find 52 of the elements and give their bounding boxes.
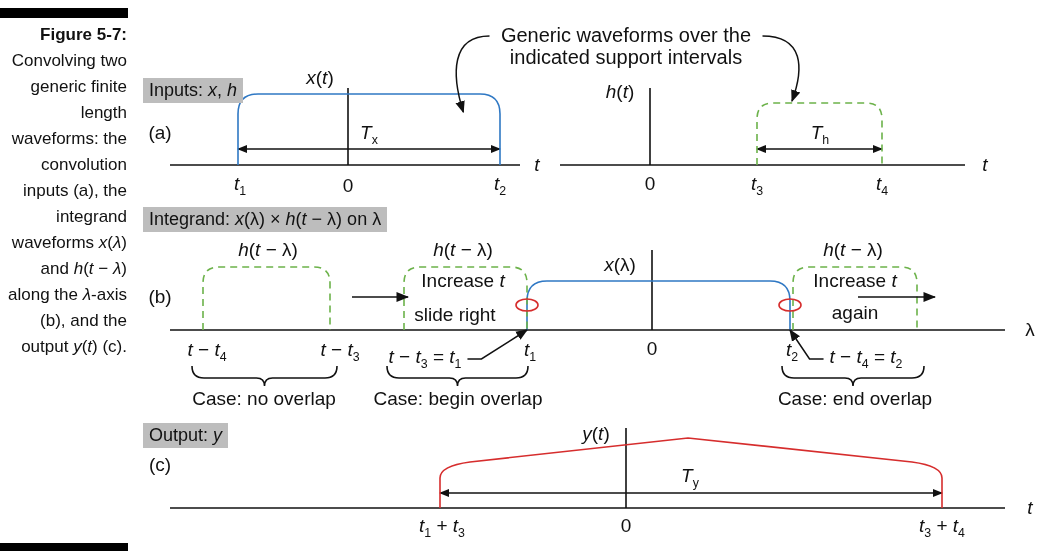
tick-label: 0 [646,338,658,360]
function-label: y(t) [582,423,610,445]
equation-label: t − t$_{4}$ = t$_{2}$ [829,346,903,372]
tick-label: t$_{1}$ [523,339,537,365]
axis-label: t [982,154,988,176]
tick-label: t$_{3}$ [750,173,764,199]
case-label: Case: end overlap [777,388,933,410]
tick-label: 0 [620,515,632,537]
section-header: Integrand: x(λ) × h(t − λ) on λ [143,207,388,232]
tick-label: t$_{1}$ + t$_{3}$ [419,515,465,541]
interval-label: T$_{x}$ [360,122,378,148]
interval-label: T$_{h}$ [810,122,830,148]
interval-label: T$_{y}$ [681,465,699,491]
case-label: Case: begin overlap [373,388,543,410]
case-label: Case: no overlap [192,388,336,410]
leader-line [789,329,825,360]
annotation-text: again [831,302,879,324]
equation-label: t − t$_{3}$ = t$_{1}$ [388,346,462,372]
tick-label: t$_{2}$ [493,173,507,199]
tick-label: t$_{1}$ [233,173,247,199]
waveform-curve [526,280,791,331]
tick-label: t − t$_{3}$ [320,339,360,365]
axis-label: λ [1025,319,1035,341]
function-label: h(t − λ) [238,239,298,261]
panel-label: (a) [148,122,172,144]
waveform-curve [756,102,883,166]
annotation-text: Increase t [813,270,897,292]
function-label: h(t − λ) [823,239,883,261]
annotation-text: Increase t [421,270,505,292]
section-header: Output: y [143,423,229,448]
annotation-text: slide right [414,304,496,326]
figure-caption: Figure 5-7: Convolving two generic finite length waveforms: the convolution inputs (a), the integrand waveforms x(λ) and h(t − λ) along the λ-axis (b), and the output y(t) (c). [7,24,127,358]
tick-label: t$_{2}$ [785,339,799,365]
function-label: x(λ) [604,254,636,276]
curved-arrow [455,35,491,114]
function-label: x(t) [306,67,334,89]
tick-label: t$_{4}$ [875,173,889,199]
leader-line [466,329,528,360]
axis-label: t [1027,497,1033,519]
function-label: h(t) [605,81,635,103]
axis-label: t [534,154,540,176]
section-header: Inputs: x, h [143,78,244,103]
curved-arrow [761,35,800,103]
panel-label: (c) [148,454,172,476]
waveform-curve [237,93,501,166]
panel-label: (b) [148,286,172,308]
tick-label: 0 [342,175,354,197]
function-label: h(t − λ) [433,239,493,261]
callout-text: Generic waveforms over the indicated support intervals [483,24,769,68]
tick-label: 0 [644,173,656,195]
tick-label: t$_{3}$ + t$_{4}$ [919,515,965,541]
tick-label: t − t$_{4}$ [187,339,227,365]
